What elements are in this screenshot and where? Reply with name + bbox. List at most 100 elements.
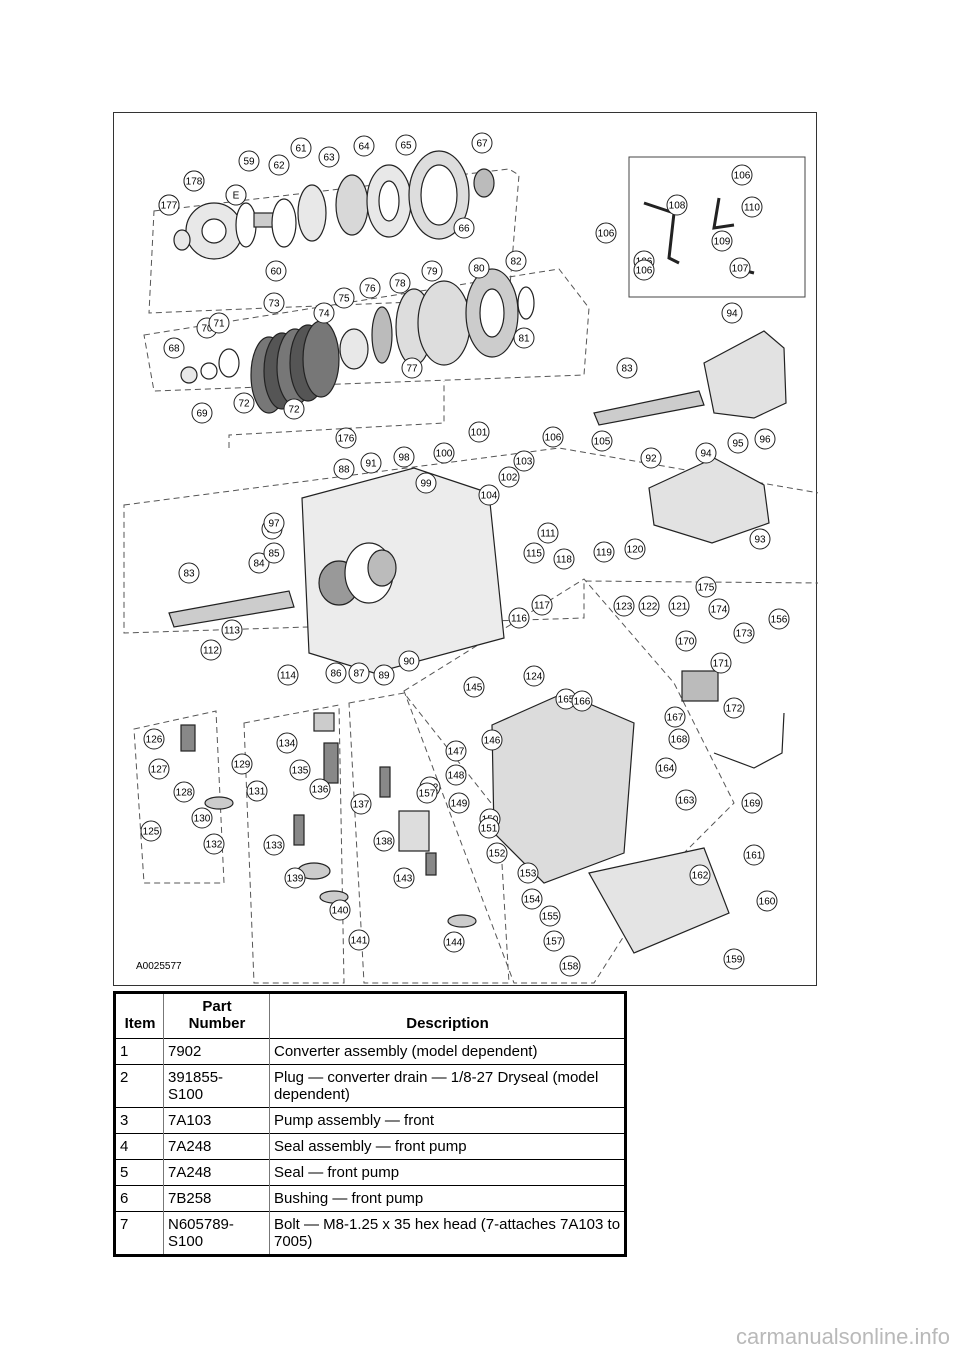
callout-number: 151 bbox=[481, 824, 498, 835]
callout-number: 123 bbox=[616, 602, 633, 613]
part-cell: 7A248 bbox=[163, 1133, 270, 1160]
callout-circle bbox=[313, 302, 335, 324]
callout-number: 157 bbox=[546, 937, 563, 948]
callout-number: 63 bbox=[323, 153, 335, 164]
callout-number: 120 bbox=[627, 545, 644, 556]
callout-circle bbox=[727, 432, 749, 454]
callout-number: 178 bbox=[186, 177, 203, 188]
callout-circle bbox=[531, 594, 553, 616]
callout-circle bbox=[463, 676, 485, 698]
callout-circle bbox=[353, 135, 375, 157]
callout-circle bbox=[448, 792, 470, 814]
callout-number: 113 bbox=[224, 626, 240, 637]
callout-circle bbox=[624, 538, 646, 560]
callout-number: 176 bbox=[338, 434, 355, 445]
callout-number: 106 bbox=[545, 433, 562, 444]
callout-number: 167 bbox=[667, 713, 684, 724]
callout-circle bbox=[542, 426, 564, 448]
callout-circle bbox=[163, 337, 185, 359]
callout-number: 78 bbox=[394, 279, 406, 290]
callout-number: 172 bbox=[726, 704, 743, 715]
callout-circle bbox=[263, 292, 285, 314]
callout-number: 82 bbox=[510, 257, 522, 268]
callout-number: 89 bbox=[378, 671, 390, 682]
callout-number: 106 bbox=[636, 266, 653, 277]
item-cell: 4 bbox=[113, 1133, 164, 1160]
callout-number: 103 bbox=[516, 457, 533, 468]
part-cell: 391855- S100 bbox=[163, 1064, 270, 1108]
description-cell: Bushing — front pump bbox=[269, 1185, 627, 1212]
callout-circle bbox=[553, 548, 575, 570]
callout-circle bbox=[373, 830, 395, 852]
callout-number: 126 bbox=[146, 735, 163, 746]
callout-circle bbox=[140, 820, 162, 842]
callout-number: 133 bbox=[266, 841, 283, 852]
callout-number: 99 bbox=[420, 479, 432, 490]
part-cell: 7A248 bbox=[163, 1159, 270, 1186]
callout-number: E bbox=[233, 191, 240, 202]
callout-circle bbox=[675, 789, 697, 811]
callout-number: 163 bbox=[678, 796, 695, 807]
callout-number: 173 bbox=[736, 629, 753, 640]
callout-number: 73 bbox=[268, 299, 280, 310]
callout-number: 70 bbox=[201, 324, 213, 335]
callout-number: 98 bbox=[398, 453, 410, 464]
callout-number: 66 bbox=[458, 224, 470, 235]
part-drawings bbox=[168, 150, 787, 954]
callout-circle bbox=[486, 842, 508, 864]
callout-circle bbox=[200, 639, 222, 661]
description-cell: Seal assembly — front pump bbox=[269, 1133, 627, 1160]
callout-number: 146 bbox=[484, 736, 501, 747]
callout-number: 171 bbox=[713, 659, 730, 670]
callout-number: 164 bbox=[658, 764, 675, 775]
callout-number: 74 bbox=[318, 309, 330, 320]
callout-circle bbox=[333, 287, 355, 309]
callout-number: 118 bbox=[556, 555, 572, 566]
callout-circle bbox=[290, 137, 312, 159]
callout-number: 177 bbox=[161, 201, 178, 212]
callout-number: 80 bbox=[473, 264, 485, 275]
callout-circle bbox=[523, 542, 545, 564]
callout-number: 168 bbox=[671, 735, 688, 746]
callout-circle bbox=[664, 706, 686, 728]
callout-number: 60 bbox=[270, 267, 282, 278]
callout-number: 87 bbox=[353, 669, 365, 680]
callout-circle bbox=[539, 905, 561, 927]
callout-circle bbox=[468, 257, 490, 279]
callout-number: 161 bbox=[746, 851, 763, 862]
callout-number: 94 bbox=[700, 449, 712, 460]
callout-number: 157 bbox=[419, 789, 436, 800]
item-cell: 7 bbox=[113, 1211, 164, 1257]
callout-circle bbox=[517, 862, 539, 884]
callout-circle bbox=[421, 260, 443, 282]
callout-circle bbox=[208, 312, 230, 334]
callout-number: 68 bbox=[168, 344, 180, 355]
callout-number: 93 bbox=[754, 535, 766, 546]
watermark: carmanualsonline.info bbox=[735, 1324, 950, 1349]
callout-circle bbox=[395, 134, 417, 156]
callout-circle bbox=[613, 595, 635, 617]
callout-number: 64 bbox=[358, 142, 370, 153]
description-cell: Converter assembly (model dependent) bbox=[269, 1038, 627, 1065]
callout-number: 156 bbox=[771, 615, 788, 626]
callout-number: 115 bbox=[526, 549, 542, 560]
callout-number: 128 bbox=[176, 788, 193, 799]
item-cell: 5 bbox=[113, 1159, 164, 1186]
callout-number: 130 bbox=[194, 814, 211, 825]
part-cell: 7B258 bbox=[163, 1185, 270, 1212]
callout-number: 170 bbox=[678, 637, 695, 648]
callout-number: 175 bbox=[698, 583, 715, 594]
callout-circle bbox=[741, 196, 763, 218]
callout-circle bbox=[471, 132, 493, 154]
callout-circle bbox=[398, 650, 420, 672]
callout-circle bbox=[668, 728, 690, 750]
callout-number: 94 bbox=[726, 309, 738, 320]
description-cell: Plug — converter drain — 1/8-27 Dryseal … bbox=[269, 1064, 627, 1108]
callout-circle bbox=[638, 595, 660, 617]
callout-number: 137 bbox=[353, 800, 370, 811]
callout-number: 72 bbox=[238, 399, 250, 410]
callout-circle bbox=[640, 447, 662, 469]
callout-number: 100 bbox=[436, 449, 453, 460]
table-header-row: Item Part Number Description bbox=[113, 991, 627, 1039]
header-part-number: Part Number bbox=[163, 991, 270, 1039]
